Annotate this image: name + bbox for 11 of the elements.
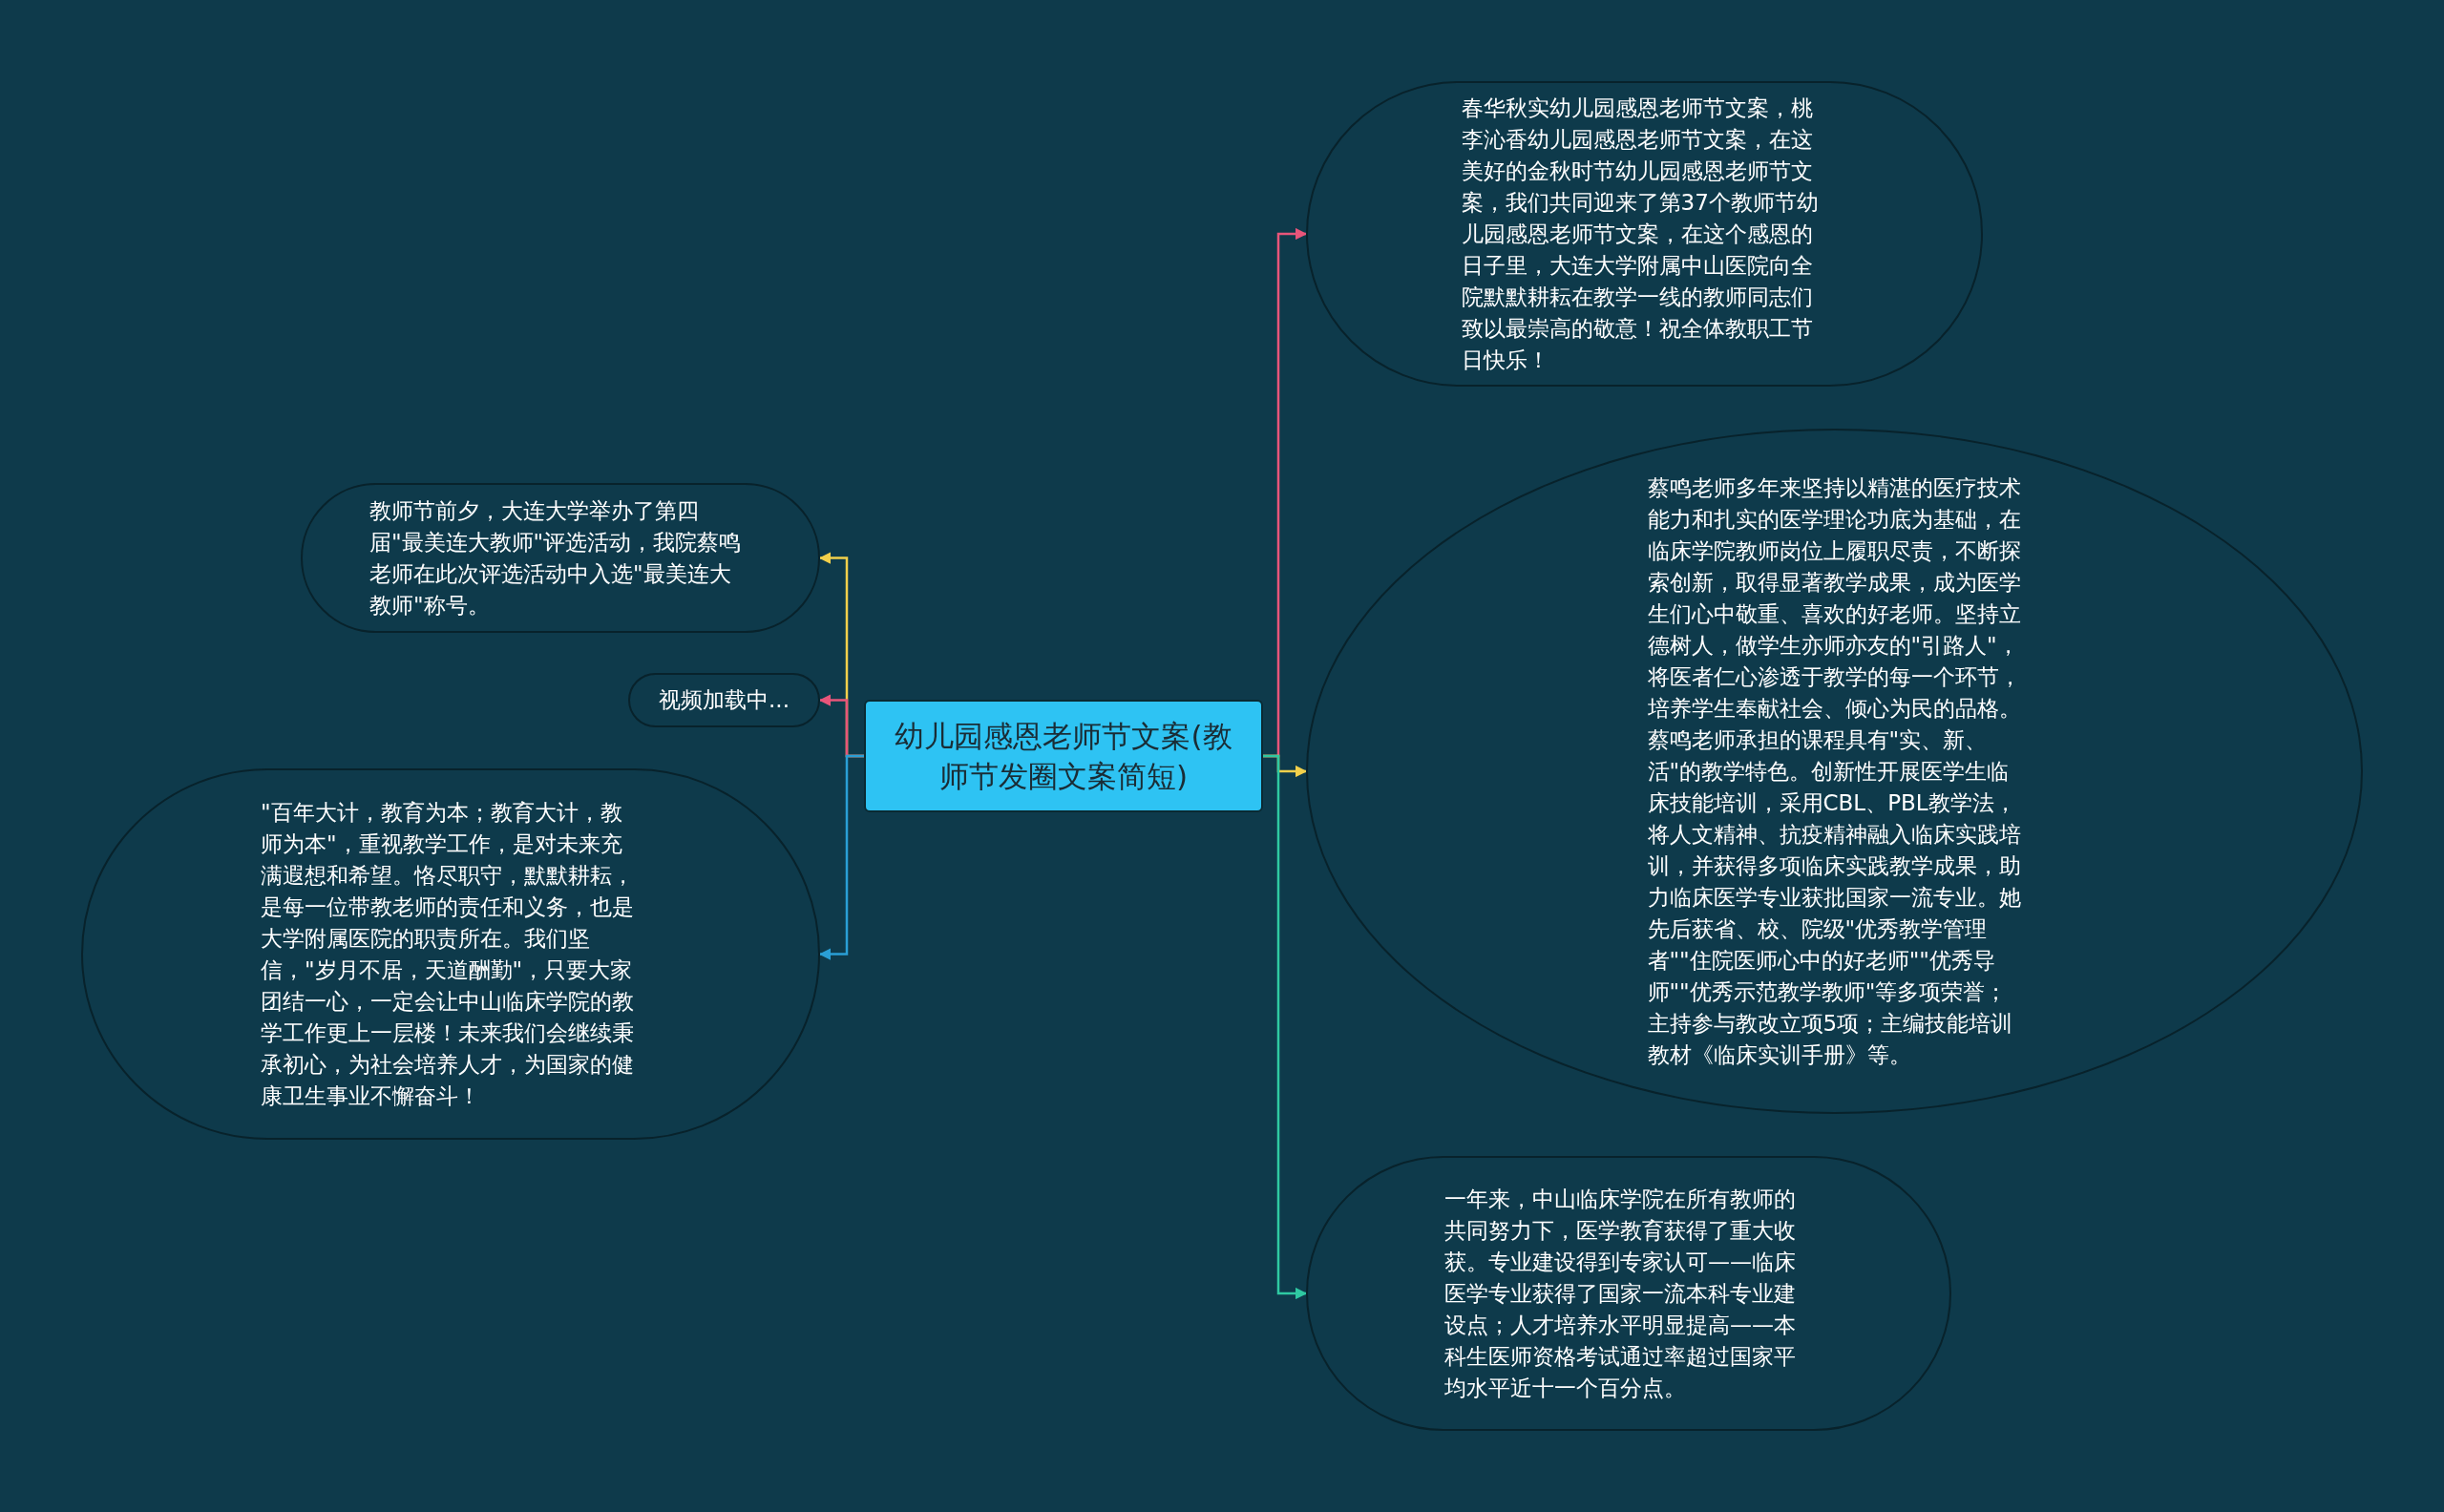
- text-bubble: [628, 673, 820, 727]
- node-text: 视频加载中...: [659, 686, 790, 714]
- connector-arrow: [818, 754, 864, 960]
- connector-arrow: [1263, 754, 1308, 1300]
- node-text: 教师节前夕，大连大学举办了第四届"最美连大教师"评选活动，我院蔡鸣老师在此次评选活动中入选"最美连大教师"称号。: [369, 496, 743, 620]
- node-text: 一年来，中山临床学院在所有教师的共同努力下，医学教育获得了重大收获。专业建设得到专家认可——临床医学专业获得了国家一流本科专业建设点；人才培养水平明显提高——本科生医师资格考试通过率超过国家平均水平近十一个百分点。: [1444, 1185, 1797, 1402]
- topic-box: [864, 700, 1263, 812]
- node-text: 幼儿园感恩老师节文案(教师节发圈文案简短): [894, 718, 1233, 795]
- node-text: 春华秋实幼儿园感恩老师节文案，桃李沁香幼儿园感恩老师节文案，在这美好的金秋时节幼儿园感恩老师节文案，我们共同迎来了第37个教师节幼儿园感恩老师节文案，在这个感恩的日子里，大连大学附属中山医院向全院默默耕耘在教学一线的教师同志们致以最崇高的敬意！祝全体教职工节日快乐！: [1461, 94, 1820, 374]
- node-text: 蔡鸣老师多年来坚持以精湛的医疗技术能力和扎实的医学理论功底为基础，在临床学院教师岗位上履职尽责，不断探索创新，取得显著教学成果，成为医学生们心中敬重、喜欢的好老师。坚持立德树人，做学生亦师亦友的"引路人"，将医者仁心渗透于教学的每一个环节，培养学生奉献社会、倾心为民的品格。蔡鸣老师承担的课程具有"实、新、活"的教学特色。创新性开展医学生临床技能培训，采用CBL、PBL教学法，将人文精神、抗疫精神融入临床实践培训，并获得多项临床实践教学成果，助力临床医学专业获批国家一流专业。她先后获省、校、院级"优秀教学管理者""住院医师心中的好老师""优秀导师""优秀示范教学教师"等多项荣誉；主持参与教改立项5项；主编技能培训教材《临床实训手册》等。: [1647, 473, 2022, 1069]
- node-text: "百年大计，教育为本；教育大计，教师为本"，重视教学工作，是对未来充满遐想和希望。恪尽职守，默默耕耘，是每一位带教老师的责任和义务，也是大学附属医院的职责所在。我们坚信，"岁月不居，天道酬勤"，只要大家团结一心，一定会让中山临床学院的教学工作更上一层楼！未来我们会继续秉承初心，为社会培养人才，为国家的健康卫生事业不懈奋斗！: [261, 798, 635, 1110]
